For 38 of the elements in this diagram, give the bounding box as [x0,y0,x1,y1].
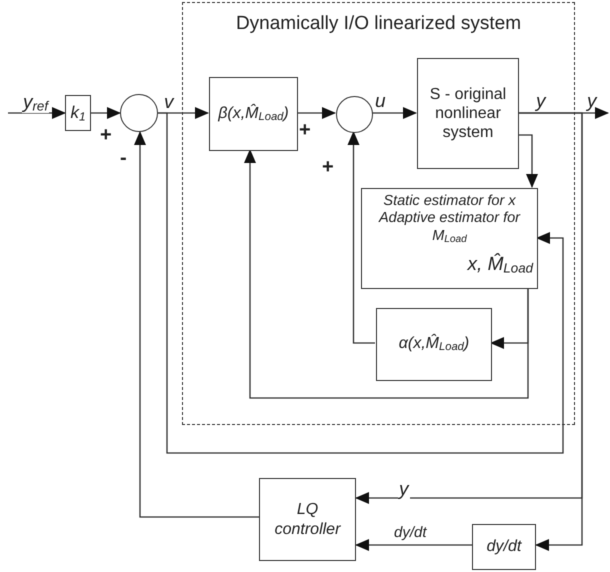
block-label: β(x,M̂$_{Load}$) [218,104,289,124]
sign-label: + [299,120,311,140]
signal-arrow [518,112,583,551]
signal-label: y [586,92,598,111]
block [65,95,91,131]
block [417,58,519,169]
block-label: k$_{1}$ [70,102,86,124]
sign-label: + [322,157,334,177]
signal-arrow [355,539,472,551]
subsystem-title: Dynamically I/O linearized system [236,13,522,36]
summing-junction [120,94,158,132]
signal-arrow [348,131,375,344]
block [361,188,538,289]
block [472,524,536,570]
block-label: LQ controller [274,500,342,539]
block-label: dy/dt [486,537,522,557]
block-label: S - original nonlinear system [428,84,508,142]
signal-arrow [518,134,538,188]
sign-label: + [100,125,112,145]
signal-arrow [134,131,259,518]
block-label: Static estimator for x [383,193,516,210]
subsystem-boundary [182,2,575,425]
signal-label: dy/dt [393,525,428,540]
block-label: α(x,M̂$_{Load}$) [398,334,470,355]
signal-label: y [535,92,546,111]
signal-arrow [8,107,66,119]
signal-arrow [158,112,564,454]
block-label: x, M̂$_{Load}$ [468,254,533,277]
sign-label: - [120,148,127,168]
block-label: Adaptive estimator for M$_{Load}$ [378,210,522,246]
block [376,308,492,381]
signal-arrow [91,107,121,119]
block [209,77,298,151]
signal-arrow [372,107,417,119]
signal-arrow [244,149,529,399]
summing-junction [336,96,373,133]
block [259,478,356,561]
signal-arrow [297,107,336,119]
